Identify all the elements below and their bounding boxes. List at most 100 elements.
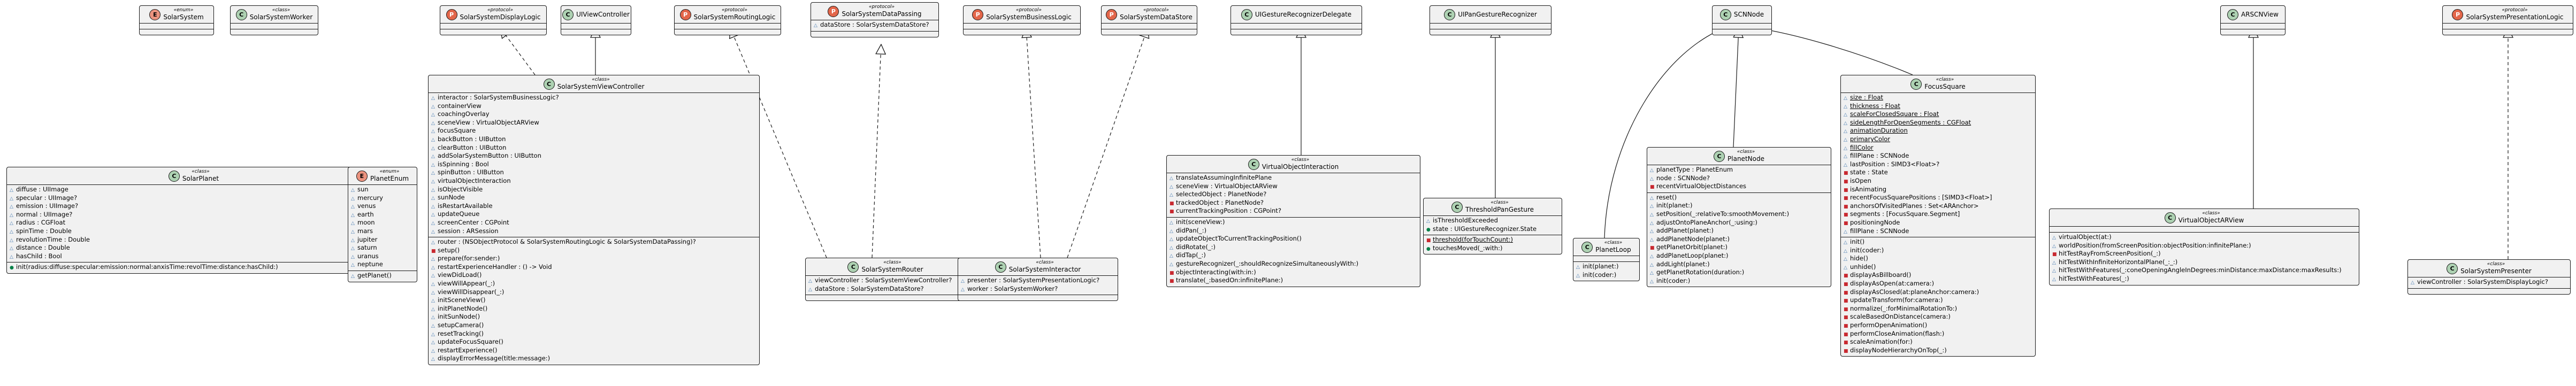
class-box-solar-system-data-store[interactable]: P«protocol»SolarSystemDataStore: [1101, 5, 1197, 35]
class-box-solar-planet[interactable]: C«class»SolarPlanet△diffuse : UIImage△sp…: [6, 167, 381, 274]
class-box-solar-system-business-logic[interactable]: P«protocol»SolarSystemBusinessLogic: [963, 5, 1081, 35]
member-text: reset(): [1656, 193, 1677, 201]
visibility-icon: ■: [1844, 306, 1848, 312]
member-text: addPlanetLoop(planet:): [1656, 251, 1729, 259]
member-text: viewDidLoad(): [438, 271, 482, 279]
member-text: init(sceneView:): [1176, 218, 1225, 226]
class-box-solar-system-router[interactable]: C«class»SolarSystemRouter△viewController…: [805, 258, 966, 302]
edge-planetloop-scnnode: [1604, 26, 1731, 238]
visibility-icon: △: [431, 96, 435, 101]
class-box-planet-enum[interactable]: E«enum»PlanetEnum△sun△mercury△venus△eart…: [348, 167, 417, 282]
class-box-focus-square[interactable]: C«class»FocusSquare△size : Float△thickne…: [1840, 75, 2036, 357]
member-text: hitTestWithFeatures(_:coneOpeningAngleIn…: [2059, 266, 2342, 274]
member-text: earth: [357, 210, 374, 218]
member-text: worldPosition(fromScreenPosition:objectP…: [2059, 241, 2251, 249]
visibility-icon: △: [1169, 228, 1173, 234]
member-text: focusSquare: [438, 127, 476, 135]
method-init: △init(): [1844, 238, 2032, 247]
class-kind-icon: C: [543, 78, 555, 90]
member-text: resetTracking(): [438, 329, 484, 337]
method-init-sceneview: △init(sceneView:): [1169, 218, 1417, 227]
member-text: updateTransform(for:camera:): [1850, 296, 1943, 304]
member-text: performOpenAnimation(): [1850, 321, 1928, 329]
class-box-solar-system-data-passing[interactable]: P«protocol»SolarSystemDataPassing△dataSt…: [811, 2, 939, 37]
class-box-solar-system-presentation-logic[interactable]: P«protocol»SolarSystemPresentationLogic: [2442, 5, 2573, 35]
visibility-icon: △: [1844, 129, 1847, 135]
visibility-icon: ■: [1844, 204, 1848, 210]
class-kind-icon: P: [828, 5, 839, 17]
member-text: interactor : SolarSystemBusinessLogic?: [438, 94, 559, 101]
class-kind-icon: C: [1444, 9, 1456, 20]
method-gesturerecognizer-shouldrecognizesimulta: △gestureRecognizer(_:shouldRecognizeSimu…: [1169, 260, 1417, 269]
member-text: displayAsOpen(at:camera:): [1850, 280, 1935, 288]
class-name: PlanetEnum: [370, 175, 409, 182]
class-header: C«class»ThresholdPanGesture: [1424, 198, 1562, 215]
member-text: positioningNode: [1850, 218, 1900, 226]
class-box-planet-node[interactable]: C«class»PlanetNode△planetType : PlanetEn…: [1647, 147, 1831, 288]
visibility-icon: △: [1426, 219, 1430, 224]
visibility-icon: ■: [1844, 171, 1848, 176]
visibility-icon: △: [1650, 279, 1654, 284]
class-box-solar-system-display-logic[interactable]: P«protocol»SolarSystemDisplayLogic: [440, 5, 547, 35]
member-text: adjustOntoPlaneAnchor(_:using:): [1656, 218, 1757, 226]
class-box-solar-system-routing-logic[interactable]: P«protocol»SolarSystemRoutingLogic: [674, 5, 781, 35]
field-recentvirtualobjectdistances: ■recentVirtualObjectDistances: [1650, 182, 1828, 191]
method-setposition-relativeto-smoothmovement: △setPosition(_:relativeTo:smoothMovement…: [1650, 210, 1828, 219]
class-box-virtual-object-ar-view[interactable]: C«class»VirtualObjectARView△virtualObjec…: [2049, 209, 2359, 285]
visibility-icon: △: [351, 188, 355, 193]
class-methods-section: [958, 295, 1118, 300]
class-name: VirtualObjectInteraction: [1262, 163, 1339, 171]
visibility-icon: ■: [1844, 290, 1848, 296]
class-header: C«class»SolarPlanet: [7, 167, 380, 184]
class-box-virtual-object-interaction[interactable]: C«class»VirtualObjectInteraction△transla…: [1166, 155, 1420, 287]
visibility-icon: △: [431, 171, 435, 176]
method-setupcamera: △setupCamera(): [431, 321, 756, 330]
class-box-solar-system[interactable]: E«enum»SolarSystem: [139, 5, 214, 35]
member-text: init(planet:): [1656, 202, 1693, 210]
field-neptune: △neptune: [351, 261, 414, 269]
class-methods-section: [1102, 29, 1197, 35]
visibility-icon: ■: [1844, 282, 1848, 288]
class-members-section: △translateAssumingInfinitePlane△sceneVie…: [1167, 173, 1420, 217]
edge-router-routinglogic: [730, 28, 827, 258]
class-kind-icon: C: [1581, 241, 1593, 253]
class-box-solar-system-presenter[interactable]: C«class»SolarSystemPresenter△viewControl…: [2407, 259, 2571, 295]
class-members-section: [964, 23, 1080, 29]
visibility-icon: ■: [1169, 279, 1174, 284]
method-init-coder: △init(coder:): [1576, 271, 1637, 280]
field-currenttrackingposition-cgpoint: ■currentTrackingPosition : CGPoint?: [1169, 207, 1417, 216]
class-stereotype: «enum»: [379, 169, 400, 174]
class-methods-section: [811, 30, 938, 37]
field-updatequeue: △updateQueue: [431, 211, 756, 219]
member-text: updateQueue: [438, 210, 480, 218]
visibility-icon: △: [431, 112, 435, 118]
method-unhide: △unhide(): [1844, 263, 2032, 272]
member-text: coachingOverlay: [438, 110, 490, 118]
class-box-solar-system-worker[interactable]: C«class»SolarSystemWorker: [230, 5, 318, 35]
visibility-icon: △: [431, 282, 435, 288]
visibility-icon: △: [1844, 112, 1847, 118]
visibility-icon: △: [961, 279, 965, 284]
edge-router-datapassing: [872, 44, 881, 258]
class-box-threshold-pan-gesture[interactable]: C«class»ThresholdPanGesture△isThresholdE…: [1423, 198, 1562, 255]
class-name: UIGestureRecognizerDelegate: [1255, 10, 1352, 18]
visibility-icon: ■: [431, 248, 436, 254]
class-box-solar-system-interactor[interactable]: C«class»SolarSystemInteractor△presenter …: [958, 258, 1118, 302]
class-box-planet-loop[interactable]: C«class»PlanetLoop△init(planet:)△init(co…: [1573, 238, 1640, 282]
field-datastore-solarsystemdatastore: △dataStore : SolarSystemDataStore?: [814, 21, 936, 30]
visibility-icon: △: [431, 257, 435, 263]
visibility-icon: ■: [1844, 179, 1848, 184]
member-text: init(coder:): [1583, 271, 1617, 279]
class-stereotype: «class»: [2202, 211, 2220, 216]
member-text: setPosition(_:relativeTo:smoothMovement:…: [1656, 210, 1790, 218]
class-box-solar-system-view-controller[interactable]: C«class»SolarSystemViewController△intera…: [428, 75, 760, 365]
class-members-section: △presenter : SolarSystemPresentationLogi…: [958, 275, 1118, 295]
member-text: hitTestRayFromScreenPosition(_:): [2059, 250, 2161, 258]
visibility-icon: △: [1169, 261, 1173, 267]
